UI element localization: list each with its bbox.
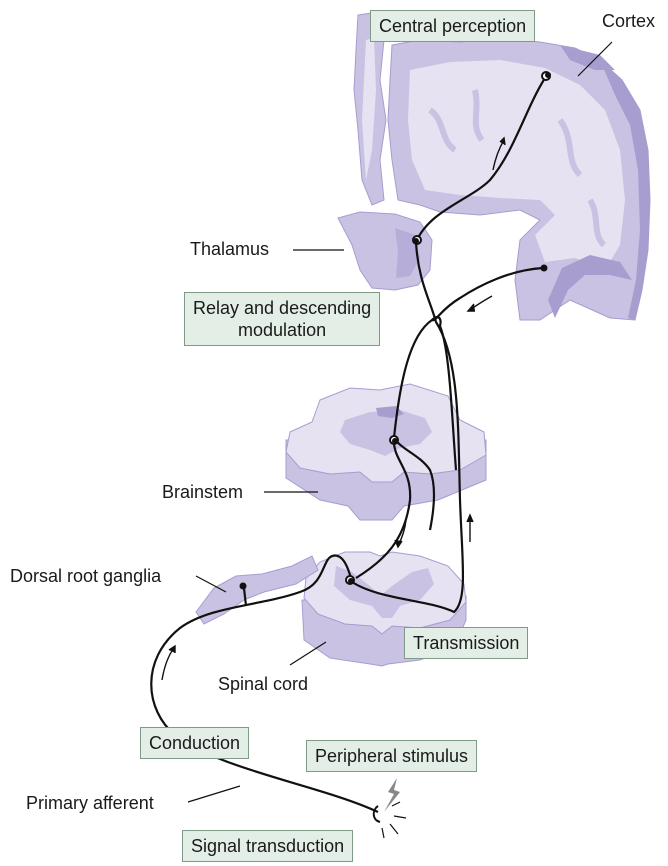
spinal-cord-leader [290,642,326,665]
drg-neuron [240,583,247,590]
arrow-down-brainstem-head [395,540,402,547]
signal-transduction-box: Signal transduction [182,830,353,862]
primary-afferent-label: Primary afferent [26,792,154,814]
brainstem-neuron [392,438,398,444]
cortex-label: Cortex [602,10,655,32]
arrow-up-cord-head [467,515,473,522]
relay-label-line2: modulation [193,319,371,341]
thalamus-label: Thalamus [190,238,269,260]
transmission-box: Transmission [404,627,528,659]
conduction-label: Conduction [149,732,240,754]
signal-transduction-label: Signal transduction [191,835,344,857]
peripheral-stimulus-box: Peripheral stimulus [306,740,477,772]
arrow-up-afferent [162,648,174,680]
spinal-neuron [348,578,354,584]
relay-modulation-box: Relay and descending modulation [184,292,380,346]
dorsal-root-ganglia-label: Dorsal root ganglia [10,565,161,587]
cortex-neuron [545,72,551,78]
central-perception-box: Central perception [370,10,535,42]
arrow-descending-head [468,304,475,311]
stimulus-graphic [374,778,406,838]
primary-afferent-leader [188,786,240,802]
spinal-cord-label: Spinal cord [218,673,308,695]
dorsal-root-ganglion [196,556,318,624]
lightning-bolt-icon [384,778,400,812]
brainstem-label: Brainstem [162,481,243,503]
stimulus-rays [382,802,406,838]
relay-label-line1: Relay and descending [193,297,371,319]
thalamus-neuron [413,238,419,244]
cortical-descending-neuron [541,265,548,272]
conduction-box: Conduction [140,727,249,759]
peripheral-stimulus-label: Peripheral stimulus [315,745,468,767]
nerve-ending-icon [374,806,380,822]
transmission-label: Transmission [413,632,519,654]
central-perception-label: Central perception [379,15,526,37]
